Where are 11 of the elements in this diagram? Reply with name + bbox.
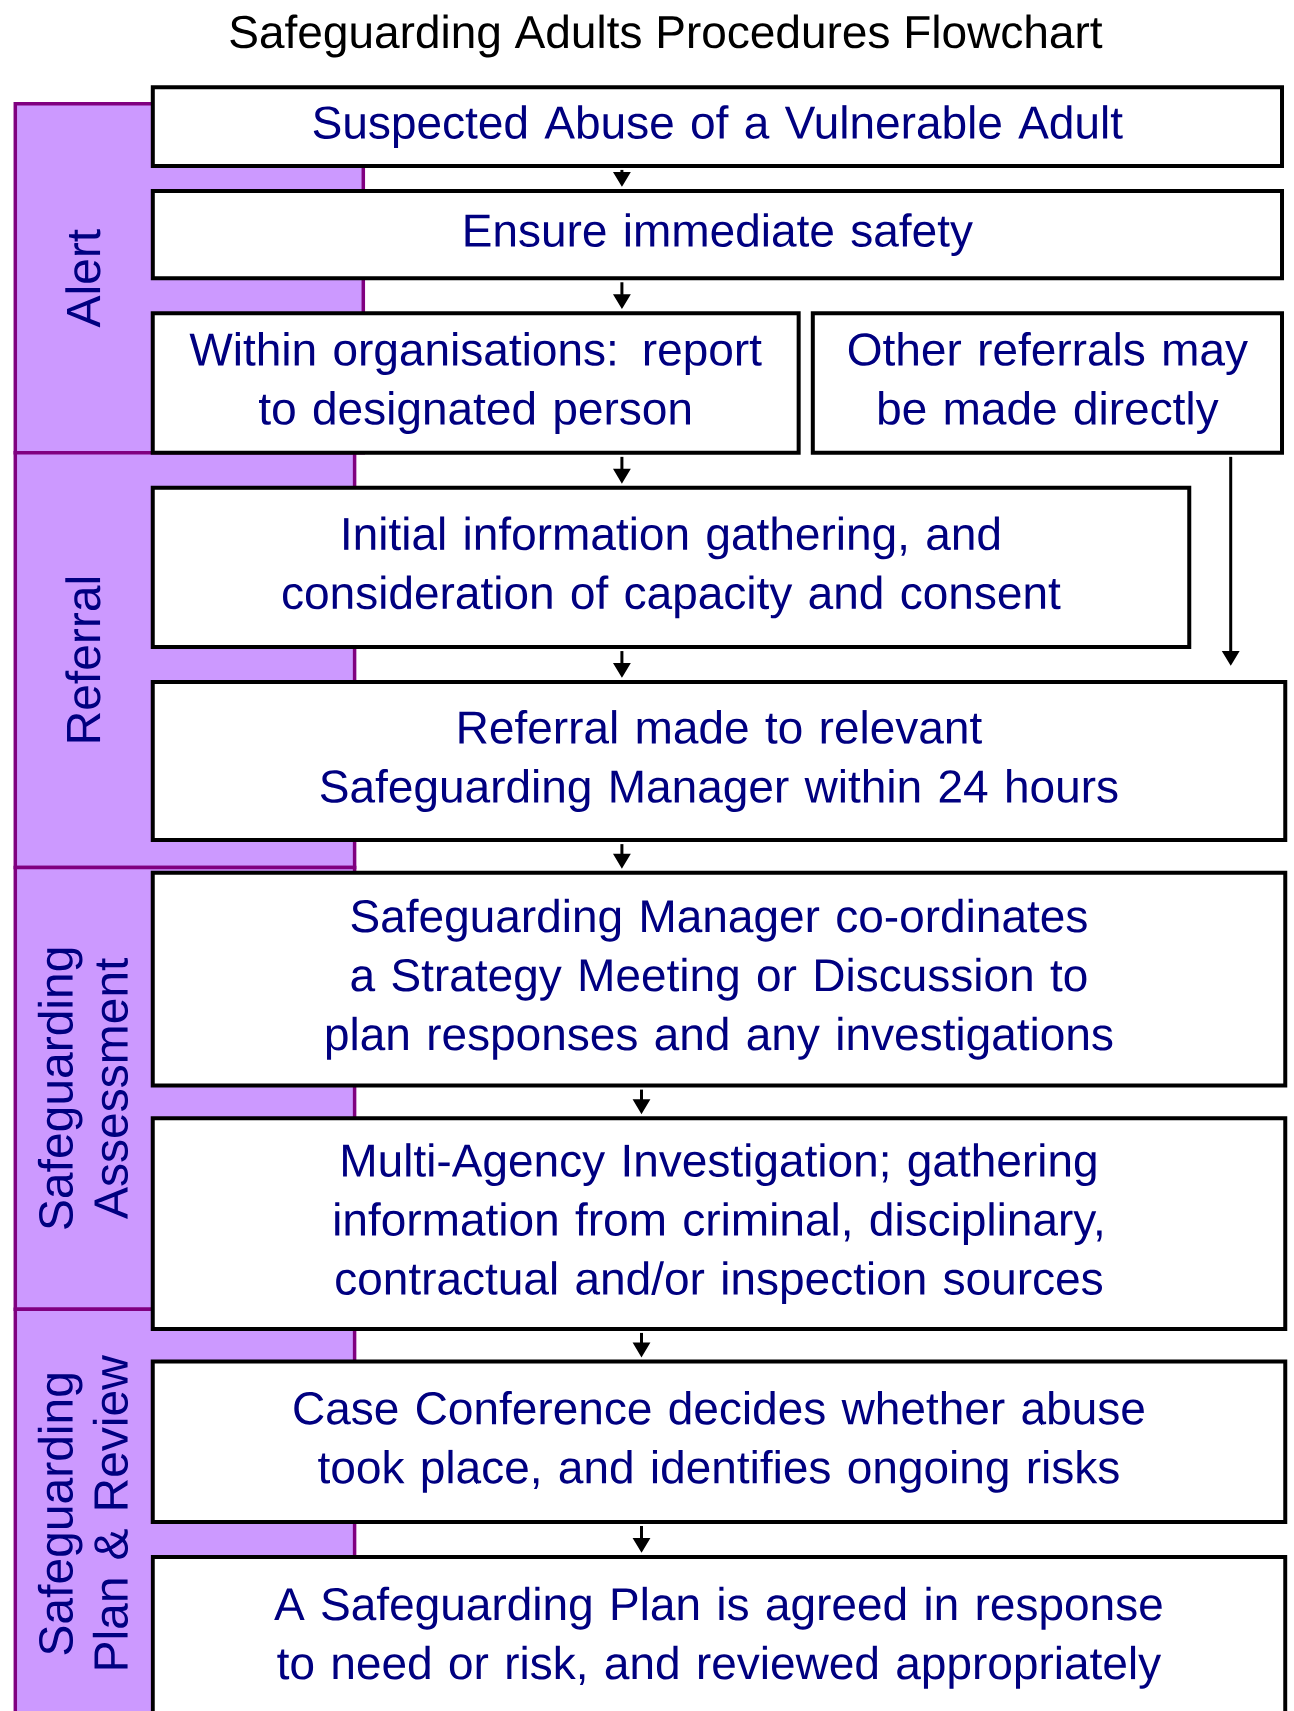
process-box: Initial information gathering, and consideration of capacity and consent xyxy=(150,485,1192,650)
process-box: A Safeguarding Plan is agreed in response to need or risk, and reviewed appropriately xyxy=(150,1554,1288,1711)
title: Safeguarding Adults Procedures Flowchart xyxy=(230,14,1103,58)
process-box: Suspected Abuse of a Vulnerable Adult xyxy=(150,85,1284,168)
process-box: Safeguarding Manager co-ordinates a Strategy Meeting or Discussion to plan responses and any investigations xyxy=(150,870,1288,1088)
process-box: Within organisations: report to designated person xyxy=(150,311,801,455)
process-box: Other referrals may be made directly xyxy=(810,311,1284,455)
process-box: Case Conference decides whether abuse took place, and identifies ongoing risks xyxy=(150,1359,1288,1524)
process-box: Ensure immediate safety xyxy=(150,188,1284,281)
process-box: Multi-Agency Investigation; gathering information from criminal, disciplinary, contractual and/or inspection sources xyxy=(150,1116,1288,1331)
process-box: Referral made to relevant Safeguarding Manager within 24 hours xyxy=(150,679,1288,843)
